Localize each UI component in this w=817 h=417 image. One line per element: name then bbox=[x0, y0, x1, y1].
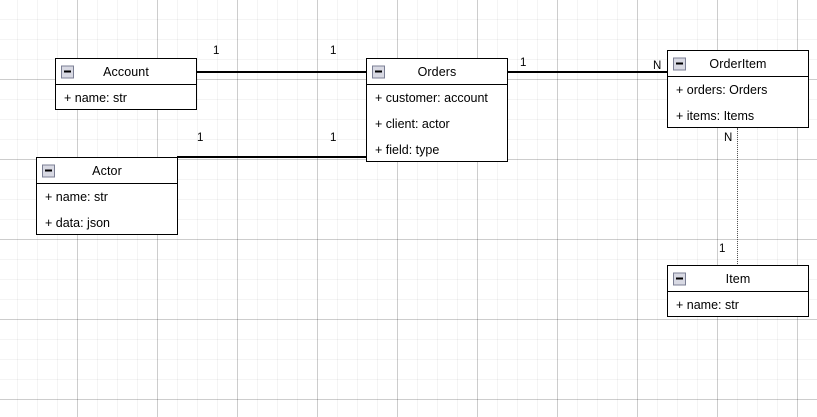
class-attributes-actor: + name: str + data: json bbox=[37, 184, 177, 236]
class-box-item[interactable]: Item + name: str bbox=[667, 265, 809, 317]
multiplicity-label: 1 bbox=[197, 132, 204, 144]
class-header-account: Account bbox=[56, 59, 196, 85]
collapse-minus-icon[interactable] bbox=[42, 164, 55, 177]
multiplicity-label: N bbox=[724, 132, 733, 144]
class-header-orders: Orders bbox=[367, 59, 507, 85]
edge-account-orders[interactable] bbox=[197, 71, 367, 73]
class-attribute-row: + name: str bbox=[676, 298, 739, 312]
multiplicity-label: 1 bbox=[520, 57, 527, 69]
class-name-label: Item bbox=[725, 271, 751, 286]
collapse-minus-icon[interactable] bbox=[673, 57, 686, 70]
multiplicity-label: 1 bbox=[213, 45, 220, 57]
class-box-actor[interactable]: Actor + name: str + data: json bbox=[36, 157, 178, 235]
collapse-minus-icon[interactable] bbox=[673, 272, 686, 285]
class-name-label: Orders bbox=[417, 64, 457, 79]
edge-orderitem-item[interactable] bbox=[737, 128, 738, 266]
class-attribute-row: + items: Items bbox=[676, 109, 755, 123]
collapse-minus-icon[interactable] bbox=[372, 65, 385, 78]
class-header-actor: Actor bbox=[37, 158, 177, 184]
class-attribute-row: + orders: Orders bbox=[676, 83, 768, 97]
class-attributes-item: + name: str bbox=[668, 292, 808, 318]
edge-actor-orders[interactable] bbox=[177, 156, 367, 158]
multiplicity-label: N bbox=[653, 60, 662, 72]
class-attributes-orders: + customer: account + client: actor + fi… bbox=[367, 85, 507, 163]
multiplicity-label: 1 bbox=[719, 243, 726, 255]
class-box-orders[interactable]: Orders + customer: account + client: act… bbox=[366, 58, 508, 162]
class-box-orderitem[interactable]: OrderItem + orders: Orders + items: Item… bbox=[667, 50, 809, 128]
class-attribute-row: + name: str bbox=[64, 91, 127, 105]
class-name-label: Actor bbox=[92, 163, 122, 178]
class-name-label: Account bbox=[103, 64, 149, 79]
collapse-minus-icon[interactable] bbox=[61, 65, 74, 78]
class-header-orderitem: OrderItem bbox=[668, 51, 808, 77]
multiplicity-label: 1 bbox=[330, 132, 337, 144]
multiplicity-label: 1 bbox=[330, 45, 337, 57]
class-attribute-row: + customer: account bbox=[375, 91, 488, 105]
edge-orders-orderitem[interactable] bbox=[507, 71, 668, 73]
class-attribute-row: + client: actor bbox=[375, 117, 450, 131]
class-box-account[interactable]: Account + name: str bbox=[55, 58, 197, 110]
class-header-item: Item bbox=[668, 266, 808, 292]
class-attributes-account: + name: str bbox=[56, 85, 196, 111]
class-attribute-row: + field: type bbox=[375, 143, 440, 157]
class-attribute-row: + name: str bbox=[45, 190, 108, 204]
class-attribute-row: + data: json bbox=[45, 216, 110, 230]
class-name-label: OrderItem bbox=[709, 56, 767, 71]
class-attributes-orderitem: + orders: Orders + items: Items bbox=[668, 77, 808, 129]
